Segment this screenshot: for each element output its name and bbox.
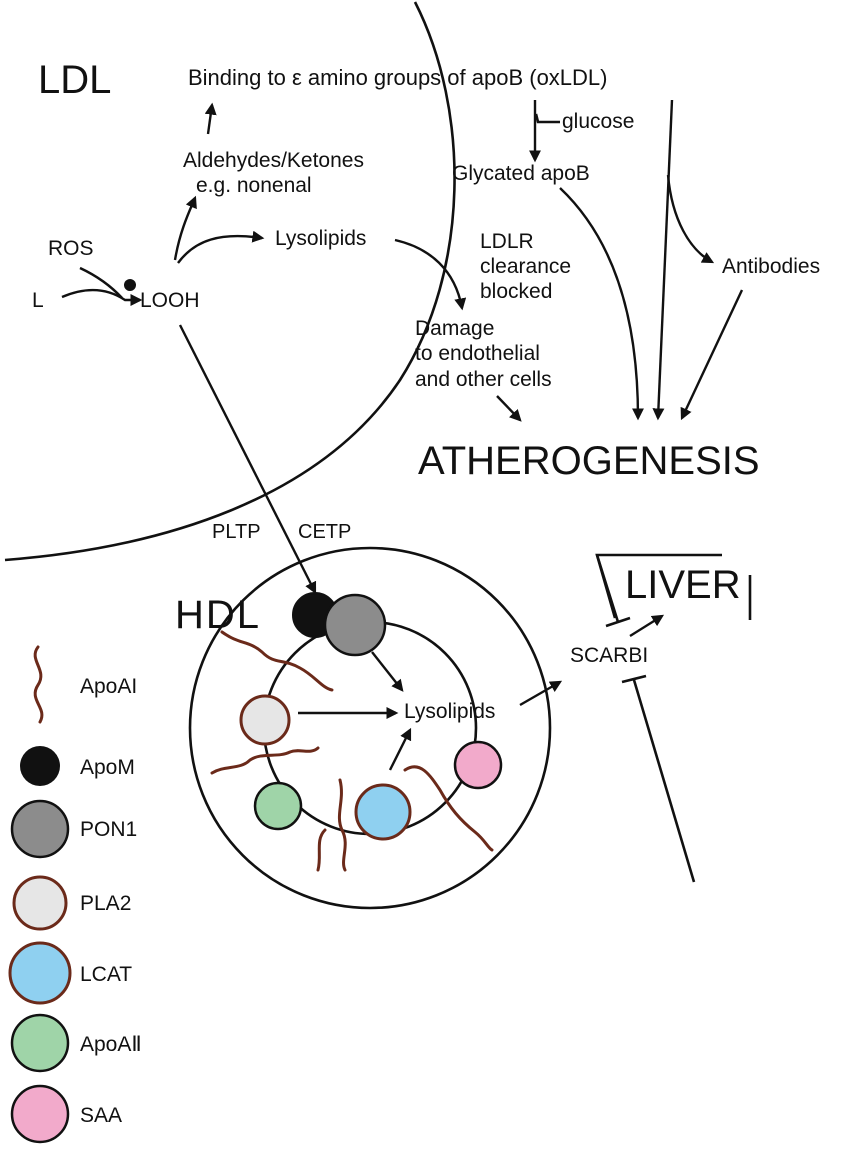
ldlr-label-3: blocked — [480, 280, 552, 303]
scarbi-inhibit-top — [595, 554, 620, 623]
scarbi-inhibit-top-bar — [605, 616, 631, 628]
arrow-scarbi-to-liver — [629, 614, 665, 638]
apoai-strand-2 — [210, 746, 320, 775]
legend-apom-label: ApoM — [80, 756, 135, 779]
ldl-title: LDL — [38, 58, 111, 102]
legend-saa-symbol — [10, 1084, 70, 1144]
antibodies-label: Antibodies — [722, 255, 820, 278]
arrow-lcat-to-lysolipids — [388, 727, 412, 771]
ldlr-label-2: clearance — [480, 255, 571, 278]
arrow-glucose-bracket — [534, 113, 560, 124]
scarbi-label: SCARBI — [570, 644, 648, 667]
legend-pla2-symbol — [12, 875, 68, 931]
aldehydes-label-1: Aldehydes/Ketones — [183, 149, 364, 172]
aldehydes-label-2: e.g. nonenal — [196, 174, 312, 197]
arrow-glycated-to-athero — [559, 187, 644, 421]
arrow-antibodies-to-athero — [680, 289, 744, 421]
arrow-binding-to-antibodies — [666, 174, 715, 264]
saa-on-hdl — [453, 740, 503, 790]
pon1-on-hdl — [323, 593, 387, 657]
apoai-strand-5 — [316, 828, 327, 872]
arrow-looh-to-lysolipids — [177, 230, 265, 264]
legend-pla2-label: PLA2 — [80, 892, 131, 915]
arrow-lysolipids-to-damage — [394, 238, 467, 311]
arrow-binding-to-athero — [652, 99, 674, 421]
arrow-looh-to-aldehydes — [173, 195, 197, 261]
binding-label: Binding to ε amino groups of apoB (oxLDL… — [188, 65, 608, 90]
lysolipids-hdl-label: Lysolipids — [404, 700, 495, 723]
pla2-on-hdl — [239, 694, 291, 746]
hdl-title: HDL — [175, 593, 261, 637]
apoai-strand-3 — [337, 778, 347, 872]
atherogenesis-label: ATHEROGENESIS — [418, 439, 760, 483]
ros-label: ROS — [48, 237, 94, 260]
legend-apoaii-label: ApoAⅡ — [80, 1033, 142, 1056]
glycated-label: Glycated apoB — [452, 162, 590, 185]
legend-apoai-label: ApoAI — [80, 675, 137, 698]
pltp-label: PLTP — [212, 521, 261, 543]
arrow-to-binding — [204, 102, 217, 135]
scarbi-inhibit-bottom-bar — [621, 674, 647, 684]
glucose-label: glucose — [562, 110, 634, 133]
arrow-looh-to-hdl — [178, 324, 317, 595]
arrow-pon1-to-lysolipids — [371, 651, 404, 692]
arrow-lysolipids-to-scarbi — [519, 680, 563, 707]
legend-saa-label: SAA — [80, 1104, 122, 1127]
damage-label-1: Damage — [415, 317, 494, 340]
ldl-boundary — [4, 1, 456, 562]
hdl-outer-ring — [188, 546, 552, 910]
arrow-ros-curve — [79, 266, 123, 299]
apoai-strand-4 — [403, 765, 494, 852]
legend: ApoAI ApoM PON1 PLA2 LCAT ApoAⅡ SAA — [8, 645, 142, 1144]
apoaii-on-hdl — [253, 781, 303, 831]
legend-pon1-label: PON1 — [80, 818, 137, 841]
liver-label: LIVER — [625, 563, 741, 607]
radical-dot — [124, 279, 136, 291]
arrow-l-to-looh — [61, 288, 143, 306]
apoai-strand-1 — [220, 630, 334, 692]
legend-lcat-symbol — [8, 941, 72, 1005]
lcat-on-hdl — [354, 783, 412, 841]
l-label: L — [32, 289, 44, 312]
arrow-damage-to-athero — [496, 395, 522, 422]
damage-label-3: and other cells — [415, 368, 552, 391]
cetp-label: CETP — [298, 521, 351, 543]
damage-label-2: to endothelial — [415, 342, 540, 365]
legend-apoaii-symbol — [10, 1013, 70, 1073]
ldlr-label-1: LDLR — [480, 230, 534, 253]
legend-lcat-label: LCAT — [80, 963, 132, 986]
legend-apoai-symbol — [33, 645, 44, 724]
scarbi-inhibit-bottom — [632, 679, 696, 883]
lysolipids-top-label: Lysolipids — [275, 227, 366, 250]
legend-apom-symbol — [20, 746, 60, 786]
legend-pon1-symbol — [10, 799, 70, 859]
looh-label: LOOH — [140, 289, 200, 312]
